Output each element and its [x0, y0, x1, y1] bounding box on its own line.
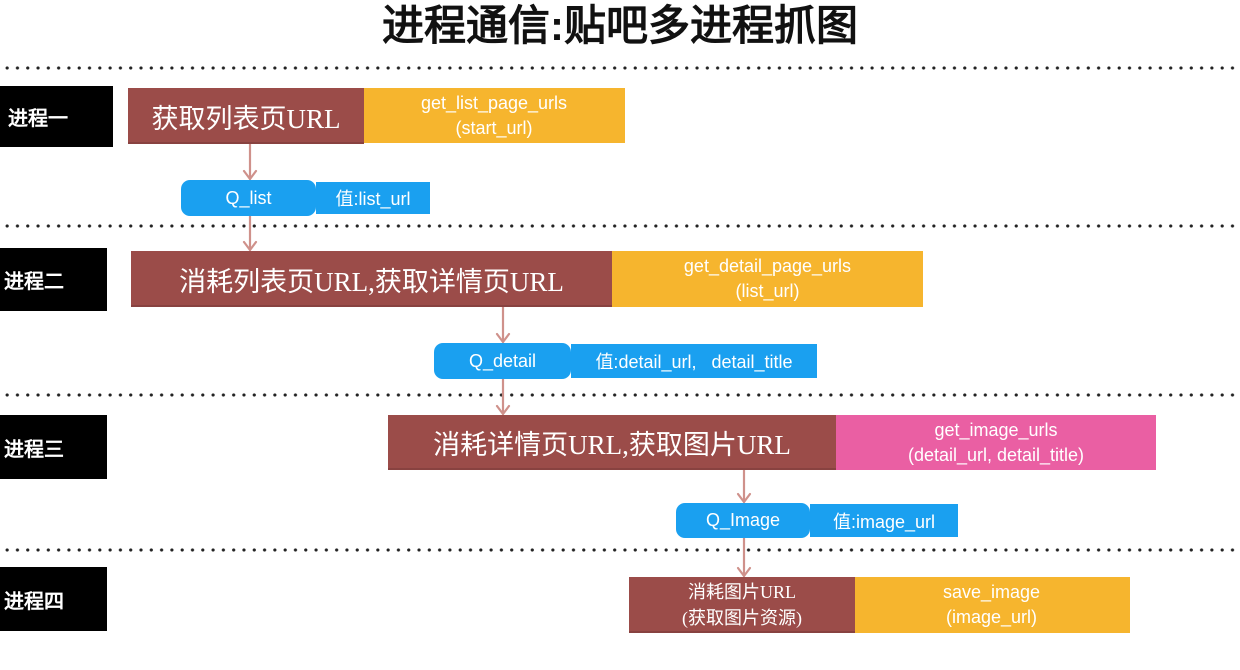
- arrow-task2-to-q-detail: [495, 305, 511, 344]
- queue-name-q-image: Q_Image: [676, 503, 810, 538]
- function-args: (image_url): [945, 607, 1038, 627]
- function-args: (list_url): [735, 281, 800, 301]
- function-args: (start_url): [455, 117, 533, 138]
- function-name: save_image: [942, 582, 1041, 602]
- queue-value-q-list: 值:list_url: [316, 182, 430, 214]
- function-args: (detail_url, detail_title): [907, 444, 1085, 465]
- queue-value-q-image: 值:image_url: [810, 504, 958, 537]
- process-label-3: 进程三: [0, 415, 107, 479]
- task-box-4: 消耗图片URL (获取图片资源): [629, 577, 855, 633]
- row-separator-3: [2, 393, 1238, 397]
- row-separator-2: [2, 224, 1238, 228]
- task-text: 获取列表页URL: [151, 103, 341, 134]
- process-label-1: 进程一: [0, 86, 113, 147]
- process-label-2: 进程二: [0, 248, 107, 311]
- task-text: 消耗图片URL: [688, 582, 796, 602]
- queue-name-q-detail: Q_detail: [434, 343, 571, 379]
- function-box-4: save_image (image_url): [853, 577, 1130, 633]
- task-box-3: 消耗详情页URL,获取图片URL: [388, 415, 836, 470]
- diagram-title: 进程通信:贴吧多进程抓图: [382, 2, 858, 49]
- function-name: get_list_page_urls: [420, 92, 568, 113]
- queue-value-q-detail: 值:detail_url, detail_title: [571, 344, 817, 378]
- row-separator-1: [2, 66, 1238, 70]
- row-separator-4: [2, 548, 1238, 552]
- arrow-task1-to-q-list: [242, 142, 258, 181]
- process-label-4: 进程四: [0, 567, 107, 631]
- task-box-2: 消耗列表页URL,获取详情页URL: [131, 251, 612, 307]
- task-text: 消耗详情页URL,获取图片URL: [433, 430, 791, 460]
- function-name: get_image_urls: [934, 419, 1058, 440]
- function-box-3: get_image_urls (detail_url, detail_title…: [836, 415, 1156, 470]
- queue-name-q-list: Q_list: [181, 180, 316, 216]
- arrow-q-image-to-task4: [736, 536, 752, 578]
- task-box-1: 获取列表页URL: [128, 88, 364, 144]
- task-subtext: (获取图片资源): [682, 608, 802, 628]
- arrow-q-list-to-task2: [242, 214, 258, 252]
- task-text: 消耗列表页URL,获取详情页URL: [179, 266, 564, 297]
- function-box-1: get_list_page_urls (start_url): [363, 88, 625, 143]
- arrow-task3-to-q-image: [736, 468, 752, 504]
- function-name: get_detail_page_urls: [683, 256, 852, 276]
- function-box-2: get_detail_page_urls (list_url): [612, 251, 923, 307]
